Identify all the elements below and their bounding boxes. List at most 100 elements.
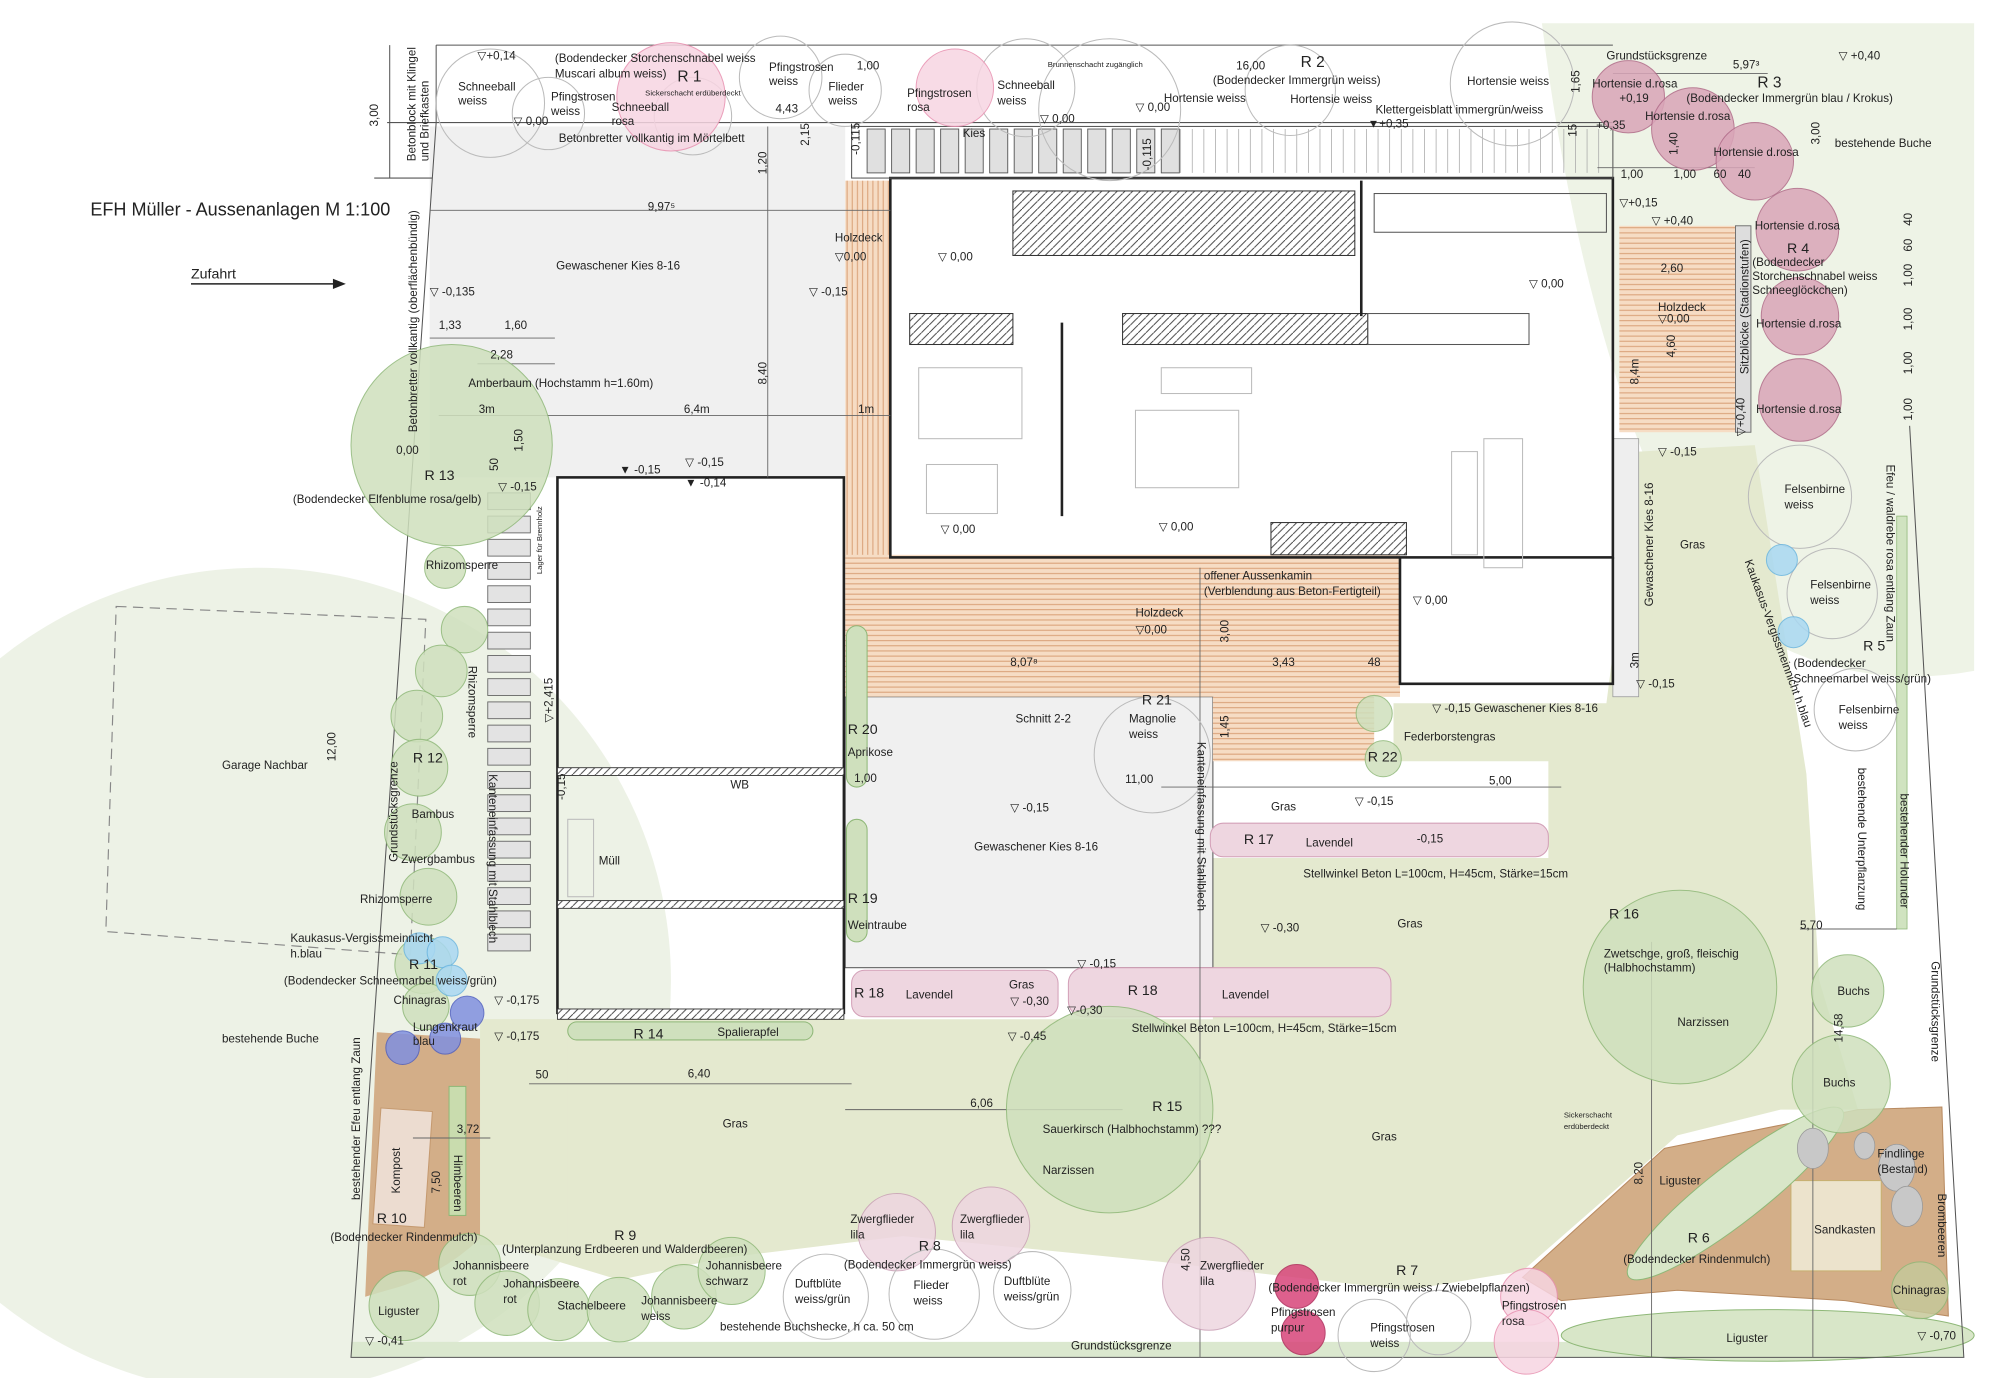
dimension-label: 12,00 xyxy=(326,732,339,761)
dimension-label: 2,60 xyxy=(1661,262,1684,275)
label-hort-dr2: Hortensie d.rosa xyxy=(1645,110,1731,123)
dimension-label: 16,00 xyxy=(1236,60,1265,73)
label-pfingst-w1b: weiss xyxy=(550,105,580,118)
label-zwergfl3b: lila xyxy=(1200,1275,1215,1288)
label-pfingst-w2b: weiss xyxy=(768,75,798,88)
plant-circle xyxy=(1755,187,1840,272)
label-unterpflanzung: bestehende Unterpflanzung xyxy=(1855,768,1868,911)
label-hort-dr5: Hortensie d.rosa xyxy=(1756,318,1842,331)
annex xyxy=(556,476,846,1020)
label-schneeball-w1b: weiss xyxy=(457,95,487,108)
hedge-right-strip xyxy=(1896,515,1908,930)
kitchen-island xyxy=(1367,313,1530,346)
label-chinagras-l: Chinagras xyxy=(394,994,447,1007)
stepping-board xyxy=(487,840,531,859)
level-marker: ▽ 0,00 xyxy=(938,251,973,264)
label-r3-desc: (Bodendecker Immergrün blau / Krokus) xyxy=(1686,92,1893,105)
dimension-label: 1,00 xyxy=(1621,168,1644,181)
gravel-strip-right xyxy=(1612,438,1640,698)
label-lavendel17: Lavendel xyxy=(1306,836,1353,849)
label-r5-desc2: Schneemarbel weiss/grün) xyxy=(1794,673,1932,686)
bed-r18a-lavender xyxy=(851,969,1059,1018)
label-kaukasus-l1: Kaukasus-Vergissmeinnicht xyxy=(290,932,433,945)
label-kies-upper: Gewaschener Kies 8-16 xyxy=(556,260,680,273)
label-liguster-m: Liguster xyxy=(1659,1174,1700,1187)
label-betonblock: Betonblock mit Klingel xyxy=(406,47,419,161)
level-marker: +0,35 xyxy=(1596,119,1625,132)
plant-circle xyxy=(1591,60,1666,134)
label-bambus: Bambus xyxy=(412,808,455,821)
dimension-label: 3,00 xyxy=(1218,620,1231,643)
level-marker: -0,115 xyxy=(849,123,862,155)
label-joh-weissb: weiss xyxy=(640,1310,670,1323)
plant-circle xyxy=(697,1236,766,1305)
level-marker: ▽ -0,15 xyxy=(685,456,724,469)
level-marker: ▽ -0,175 xyxy=(494,994,539,1007)
deck-terrace-lower xyxy=(1212,696,1375,762)
stepping-board xyxy=(487,771,531,789)
label-gras5: Gras xyxy=(723,1118,748,1131)
plant-circle xyxy=(385,1030,420,1065)
label-stellwinkel2: Stellwinkel Beton L=100cm, H=45cm, Stärk… xyxy=(1132,1022,1397,1035)
level-marker: ▽ -0,135 xyxy=(430,285,475,298)
level-marker: ▽+0,15 xyxy=(1619,196,1657,209)
dimension-label: 8,07⁸ xyxy=(1010,656,1038,669)
dimension-label: 3,72 xyxy=(457,1123,480,1136)
plant-circle xyxy=(616,42,726,152)
dimension-label: 1,50 xyxy=(513,429,526,452)
plant-circle xyxy=(1765,543,1798,576)
dimension-label: 3,00 xyxy=(368,104,381,127)
level-marker: ▽ 0,00 xyxy=(1413,594,1448,607)
label-r16: R 16 xyxy=(1609,907,1639,923)
label-felsen2: Felsenbirne xyxy=(1810,578,1871,591)
label-spalierapfel: Spalierapfel xyxy=(717,1026,778,1039)
dimension-label: 1,45 xyxy=(1218,715,1231,738)
stepping-board xyxy=(487,608,531,627)
label-buche-left: bestehende Buche xyxy=(222,1033,319,1046)
label-duft2b: weiss/grün xyxy=(1003,1291,1059,1304)
label-rhizom1: Rhizomsperre xyxy=(426,559,498,572)
label-kanten-r: Kanteneinfassung mit Stahlblech xyxy=(1194,742,1207,911)
label-weintraube: Weintraube xyxy=(848,919,907,932)
paving-board xyxy=(1160,128,1180,174)
label-r13-desc: (Bodendecker Elfenblume rosa/gelb) xyxy=(293,493,482,506)
label-kies-s: ▽ -0,15 Gewaschener Kies 8-16 xyxy=(1432,702,1598,715)
plant-circle xyxy=(350,343,553,547)
label-pfingst-r1: Pfingstrosen xyxy=(907,87,972,100)
paving-board xyxy=(1111,128,1131,174)
plant-circle xyxy=(1244,44,1336,136)
deck-right xyxy=(1619,225,1739,433)
label-felsen2b: weiss xyxy=(1809,594,1839,607)
plant-circle xyxy=(1758,358,1842,442)
label-betonbretter-moertel: Betonbretter vollkantig im Mörtelbett xyxy=(559,132,746,145)
label-pfingst-w2: Pfingstrosen xyxy=(769,61,834,74)
dimension-label: 1,00 xyxy=(1902,308,1915,331)
level-marker: ▽ -0,70 xyxy=(1917,1329,1956,1342)
dimension-label: 40 xyxy=(1902,213,1915,226)
dimension-label: 1,00 xyxy=(1902,398,1915,421)
house-entrance-zone xyxy=(851,125,1614,179)
dimension-label: 6,40 xyxy=(688,1067,711,1080)
bed-r20 xyxy=(845,625,868,788)
level-marker: ▽ +0,40 xyxy=(1839,49,1881,62)
dimension-label: 4,60 xyxy=(1665,335,1678,358)
label-pf-purpur: Pfingstrosen xyxy=(1271,1306,1336,1319)
label-r4-desc2: Storchenschnabel weiss xyxy=(1752,270,1877,283)
label-zwergfl3: Zwergflieder xyxy=(1200,1260,1264,1273)
label-r1-desc2: Muscari album weiss) xyxy=(555,67,667,80)
label-klettergeisblatt: Klettergeisblatt immergrün/weiss xyxy=(1375,104,1543,117)
plant-circle xyxy=(1786,547,1878,640)
label-zufahrt: Zufahrt xyxy=(191,267,236,283)
label-flieder-w1: Flieder xyxy=(828,80,864,93)
label-narzissen1: Narzissen xyxy=(1677,1016,1729,1029)
label-kompost: Kompost xyxy=(390,1147,403,1194)
label-zwergfl2b: lila xyxy=(960,1229,975,1242)
bed-r17-lavender xyxy=(1209,822,1549,858)
label-schneeball-w1: Schneeball xyxy=(458,80,515,93)
label-duft1: Duftblüte xyxy=(795,1278,841,1291)
label-sickerschacht2a: Sickerschacht xyxy=(1564,1110,1613,1119)
plant-circle xyxy=(857,1192,937,1272)
label-joh-rot2b: rot xyxy=(503,1293,517,1306)
dimension-label: 1,00 xyxy=(854,772,877,785)
house xyxy=(851,125,1615,686)
